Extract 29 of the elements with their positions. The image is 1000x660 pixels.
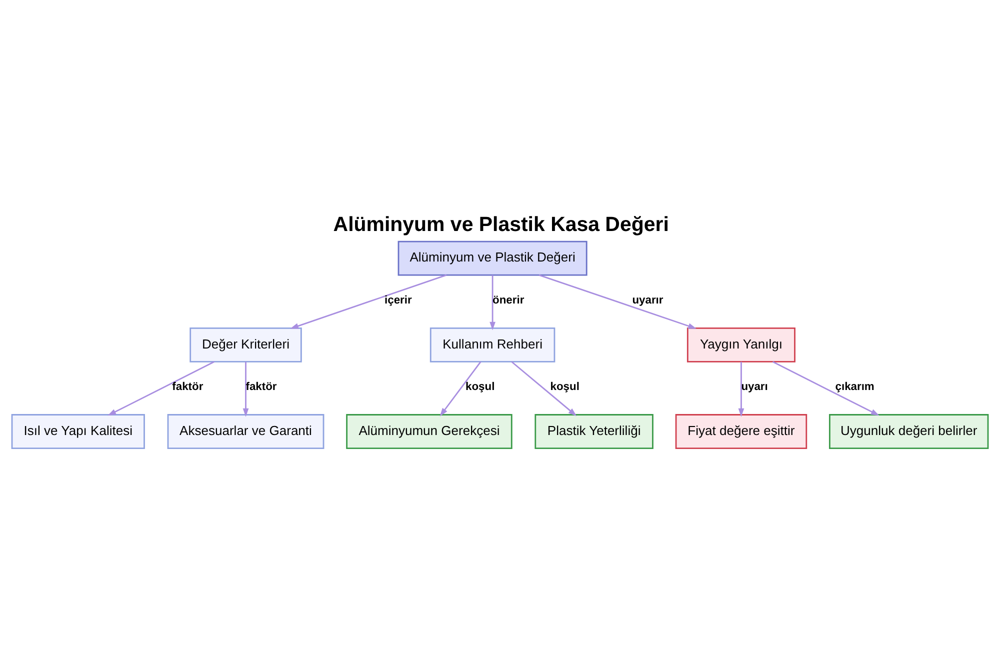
edge-label: önerir	[492, 294, 524, 307]
edge-label: uyarı	[741, 381, 768, 394]
arrow	[490, 275, 496, 330]
arrow	[738, 362, 744, 417]
node-box: Değer Kriterleri	[190, 327, 302, 362]
diagram-title: Alüminyum ve Plastik Kasa Değeri	[333, 212, 669, 236]
node-box: Isıl ve Yapı Kalitesi	[11, 414, 145, 449]
node-box: Aksesuarlar ve Garanti	[167, 414, 324, 449]
arrow	[511, 361, 577, 416]
edge-label: faktör	[172, 381, 204, 394]
edge-label: faktör	[246, 381, 277, 394]
edge-label: uyarır	[632, 294, 664, 307]
arrow	[538, 274, 697, 329]
arrow	[108, 361, 215, 416]
edge-label: çıkarım	[835, 381, 874, 394]
node-box: Yaygın Yanılgı	[686, 327, 796, 362]
node-box: Plastik Yeterliliği	[534, 414, 654, 449]
edge-label: içerir	[384, 294, 412, 307]
edge-label: koşul	[550, 381, 580, 394]
arrow	[772, 361, 880, 416]
arrow	[440, 361, 482, 416]
arrow	[242, 362, 249, 417]
node-box: Alüminyumun Gerekçesi	[346, 414, 512, 449]
node-box: Alüminyum ve Plastik Değeri	[398, 240, 588, 276]
node-box: Fiyat değere eşittir	[675, 414, 808, 449]
arrow	[290, 274, 447, 329]
node-box: Uygunluk değeri belirler	[828, 414, 989, 449]
node-box: Kullanım Rehberi	[430, 327, 556, 362]
edge-label: koşul	[466, 381, 495, 394]
